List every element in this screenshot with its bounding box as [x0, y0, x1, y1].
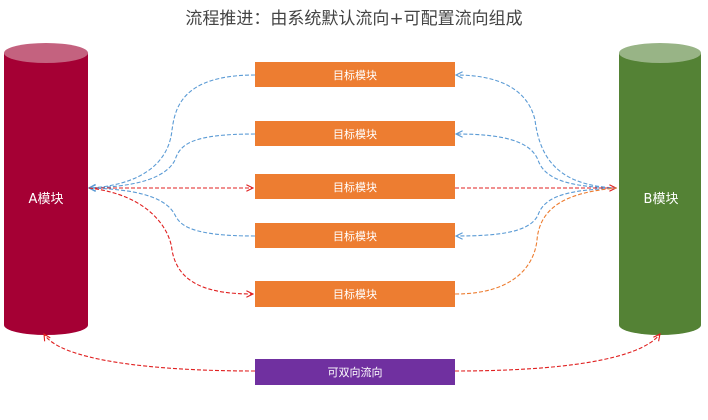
arrow-a-to-target5 — [88, 187, 253, 294]
target-module-2: 目标模块 — [255, 121, 455, 146]
arrow-b-to-target4 — [456, 187, 618, 236]
diagram-title: 流程推进：由系统默认流向+可配置流向组成 — [185, 9, 523, 29]
arrow-bidirectional-to-a — [44, 334, 256, 372]
bidirectional-flow-box: 可双向流向 — [255, 359, 455, 385]
module-b-label: B模块 — [643, 192, 679, 207]
module-a-cylinder — [4, 43, 88, 335]
arrow-target4-to-a — [89, 188, 256, 237]
target-module-3: 目标模块 — [255, 174, 455, 199]
arrow-target1-to-a — [89, 74, 256, 188]
module-b-cylinder — [619, 43, 701, 335]
target-module-5: 目标模块 — [255, 281, 455, 307]
module-a-label: A模块 — [28, 192, 64, 207]
target-module-1: 目标模块 — [255, 62, 455, 87]
target-module-4: 目标模块 — [255, 223, 455, 248]
arrow-b-to-target2 — [456, 134, 618, 189]
arrow-target2-to-a — [89, 133, 256, 188]
arrow-bidirectional-to-b — [454, 334, 660, 372]
arrow-b-to-target1 — [456, 75, 618, 189]
arrow-target5-to-b — [454, 187, 618, 295]
